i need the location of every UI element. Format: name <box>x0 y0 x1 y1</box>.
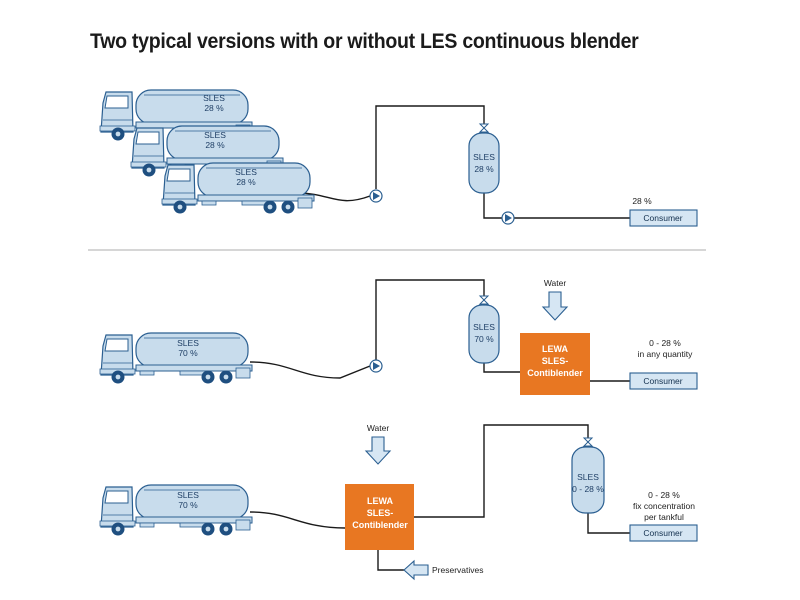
water-inlet-arrow <box>364 436 392 465</box>
pipe <box>483 362 520 373</box>
output-concentration-note: 0 - 28 % <box>648 490 680 500</box>
valve-icon <box>583 437 593 447</box>
truck-concentration-label: 70 % <box>178 348 198 358</box>
storage-tank <box>468 304 500 364</box>
water-label: Water <box>367 423 390 433</box>
consumer-label: Consumer <box>643 528 682 538</box>
top-section: SLES 28 % SLES 28 % SLES 28 % SLES 28 % … <box>99 89 698 227</box>
output-concentration-note: 0 - 28 % <box>649 338 681 348</box>
pump-icon <box>501 211 515 225</box>
tank-concentration-label: 70 % <box>474 334 494 344</box>
pipe <box>587 512 630 534</box>
truck-concentration-label: 28 % <box>204 103 224 113</box>
contiblender-unit <box>345 484 414 550</box>
valve-icon <box>479 123 489 133</box>
storage-tank <box>468 132 500 194</box>
truck-concentration-label: 70 % <box>178 500 198 510</box>
truck-concentration-label: 28 % <box>205 140 225 150</box>
tank-concentration-label: 28 % <box>474 164 494 174</box>
blender-label-line1: LEWA <box>367 496 393 506</box>
truck-product-label: SLES <box>204 130 226 140</box>
truck-product-label: SLES <box>235 167 257 177</box>
consumer-box <box>629 524 698 542</box>
consumer-label: Consumer <box>643 213 682 223</box>
pipe <box>414 424 589 518</box>
tank-product-label: SLES <box>577 472 599 482</box>
pipe <box>375 279 485 360</box>
output-mode-note: fix concentration <box>633 501 695 511</box>
tank-concentration-label: 0 - 28 % <box>572 484 604 494</box>
water-inlet-arrow <box>541 291 569 321</box>
blender-label-line2: SLES- <box>367 508 394 518</box>
bottom-section: SLES 70 % Water LEWA SLES- Contiblender … <box>99 423 698 581</box>
tank-truck <box>99 484 253 536</box>
truck-product-label: SLES <box>177 338 199 348</box>
pipe <box>377 550 404 571</box>
pump-icon <box>369 189 383 203</box>
consumer-label: Consumer <box>643 376 682 386</box>
output-mode-note: per tankful <box>644 512 684 522</box>
preservatives-label: Preservatives <box>432 565 484 575</box>
storage-tank <box>571 446 605 514</box>
tank-product-label: SLES <box>473 152 495 162</box>
blender-label-line1: LEWA <box>542 344 568 354</box>
water-label: Water <box>544 278 567 288</box>
pipe <box>249 361 371 379</box>
tank-truck <box>99 332 253 384</box>
truck-product-label: SLES <box>177 490 199 500</box>
diagram-title: Two typical versions with or without LES… <box>90 30 639 53</box>
blender-label-line3: Contiblender <box>352 520 408 530</box>
truck-product-label: SLES <box>203 93 225 103</box>
preservatives-inlet-arrow <box>403 559 429 581</box>
output-quantity-note: in any quantity <box>638 349 694 359</box>
valve-icon <box>479 295 489 305</box>
pipe <box>297 192 371 202</box>
truck-concentration-label: 28 % <box>236 177 256 187</box>
contiblender-unit <box>520 333 590 395</box>
blender-label-line3: Contiblender <box>527 368 583 378</box>
middle-section: SLES 70 % SLES 70 % Water LEWA SLES- Con… <box>99 278 698 395</box>
consumer-box <box>629 372 698 390</box>
tank-product-label: SLES <box>473 322 495 332</box>
consumer-box <box>629 209 698 227</box>
pump-icon <box>369 359 383 373</box>
pipe <box>375 105 485 189</box>
output-concentration-note: 28 % <box>632 196 652 206</box>
pipe <box>249 511 346 529</box>
blender-label-line2: SLES- <box>542 356 569 366</box>
pipe <box>483 192 630 219</box>
